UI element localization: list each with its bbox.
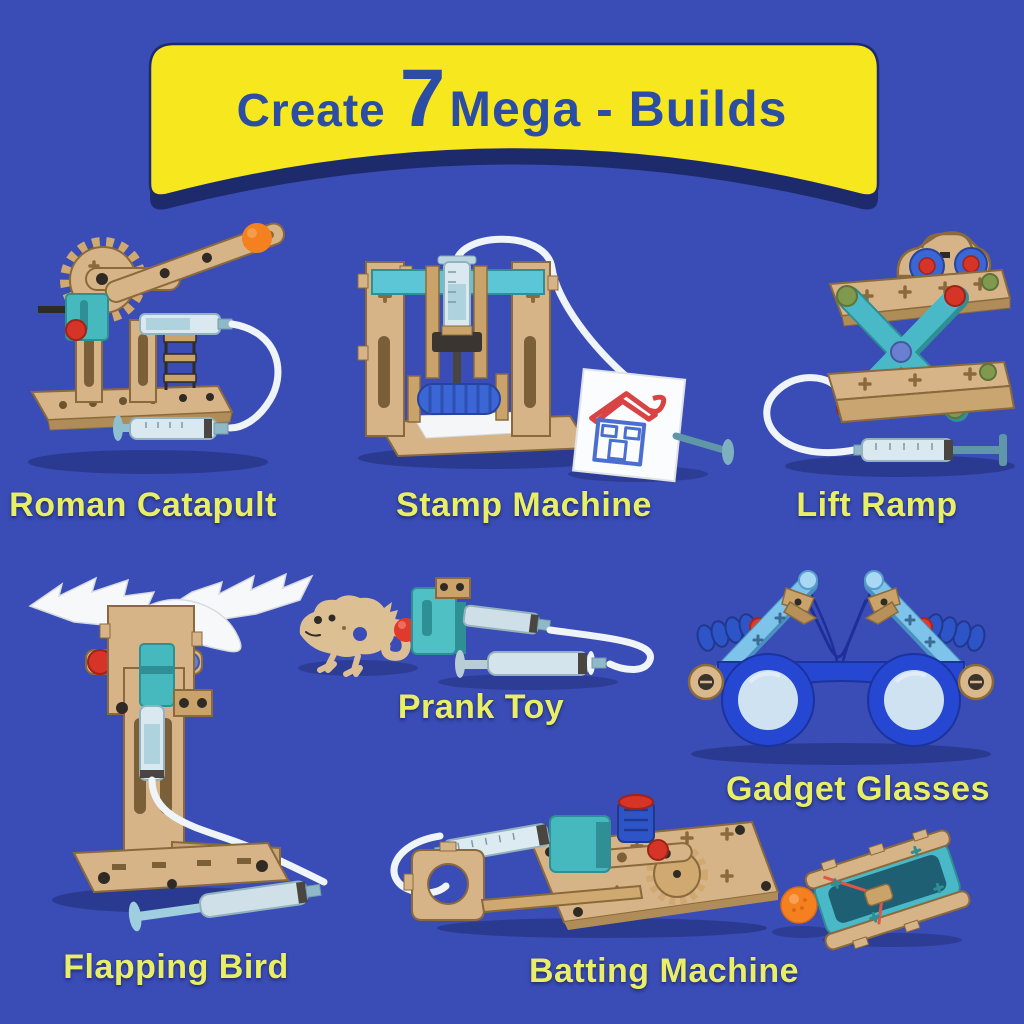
stamp-machine-label: Stamp Machine xyxy=(396,486,652,524)
hand-syringe xyxy=(853,434,1007,466)
banner-plate xyxy=(148,42,880,197)
hand-syringe xyxy=(128,880,322,932)
air-tube xyxy=(763,374,858,456)
lift-ramp-label: Lift Ramp xyxy=(796,486,958,524)
prank-mechanism xyxy=(411,577,471,655)
catapult-clamp xyxy=(38,293,109,341)
hand-syringe xyxy=(455,650,607,678)
air-tube xyxy=(226,320,282,432)
prank-syringe xyxy=(462,604,551,635)
flapping-bird-photo xyxy=(28,572,328,932)
card-syringe xyxy=(672,432,734,465)
flapping-bird-label: Flapping Bird xyxy=(63,948,289,986)
batting-machine-label: Batting Machine xyxy=(528,952,800,990)
prank-toy-label: Prank Toy xyxy=(397,688,565,726)
glasses-frame xyxy=(717,653,965,747)
title-banner xyxy=(148,42,880,210)
batting-mechanism xyxy=(549,794,669,873)
stamp-roller xyxy=(407,373,509,423)
stamp-machine-photo xyxy=(357,235,734,483)
launch-tray xyxy=(804,828,971,951)
roman-catapult-photo xyxy=(28,222,286,474)
gadget-glasses-label: Gadget Glasses xyxy=(725,770,991,808)
banner-title-suffix: Mega - Builds xyxy=(449,81,788,137)
banner-title-number: 7 xyxy=(399,53,446,144)
bird-base xyxy=(72,840,290,894)
hand-syringe xyxy=(113,415,229,441)
air-tube xyxy=(546,626,654,673)
hinge-left xyxy=(687,663,725,701)
clip-hand-left xyxy=(781,570,818,625)
ball-launcher-tray xyxy=(772,828,971,951)
air-tube xyxy=(452,235,644,392)
prank-toy-photo xyxy=(298,577,654,690)
orange-ball xyxy=(780,886,818,924)
gadget-glasses-photo xyxy=(687,570,995,765)
roman-catapult-label: Roman Catapult xyxy=(9,486,277,524)
catapult-syringe xyxy=(139,313,233,335)
banner-title: Create 7 Mega - Builds xyxy=(236,53,788,144)
lift-ramp-photo xyxy=(763,231,1016,477)
bird-syringe xyxy=(139,705,165,781)
catapult-ball xyxy=(242,223,272,253)
lens-left xyxy=(738,670,798,730)
lift-base xyxy=(826,360,1016,424)
stamp-clamp xyxy=(432,332,482,352)
batting-bracket xyxy=(403,841,485,921)
lens-right xyxy=(884,670,944,730)
clip-hand-right xyxy=(864,570,901,625)
bird-mechanism xyxy=(139,643,175,707)
stamp-card xyxy=(571,367,687,483)
hinge-right xyxy=(957,663,995,701)
banner-title-prefix: Create xyxy=(236,84,386,136)
house-stamp xyxy=(589,391,667,467)
batting-machine-photo xyxy=(390,794,780,938)
stamp-syringe xyxy=(437,255,477,335)
